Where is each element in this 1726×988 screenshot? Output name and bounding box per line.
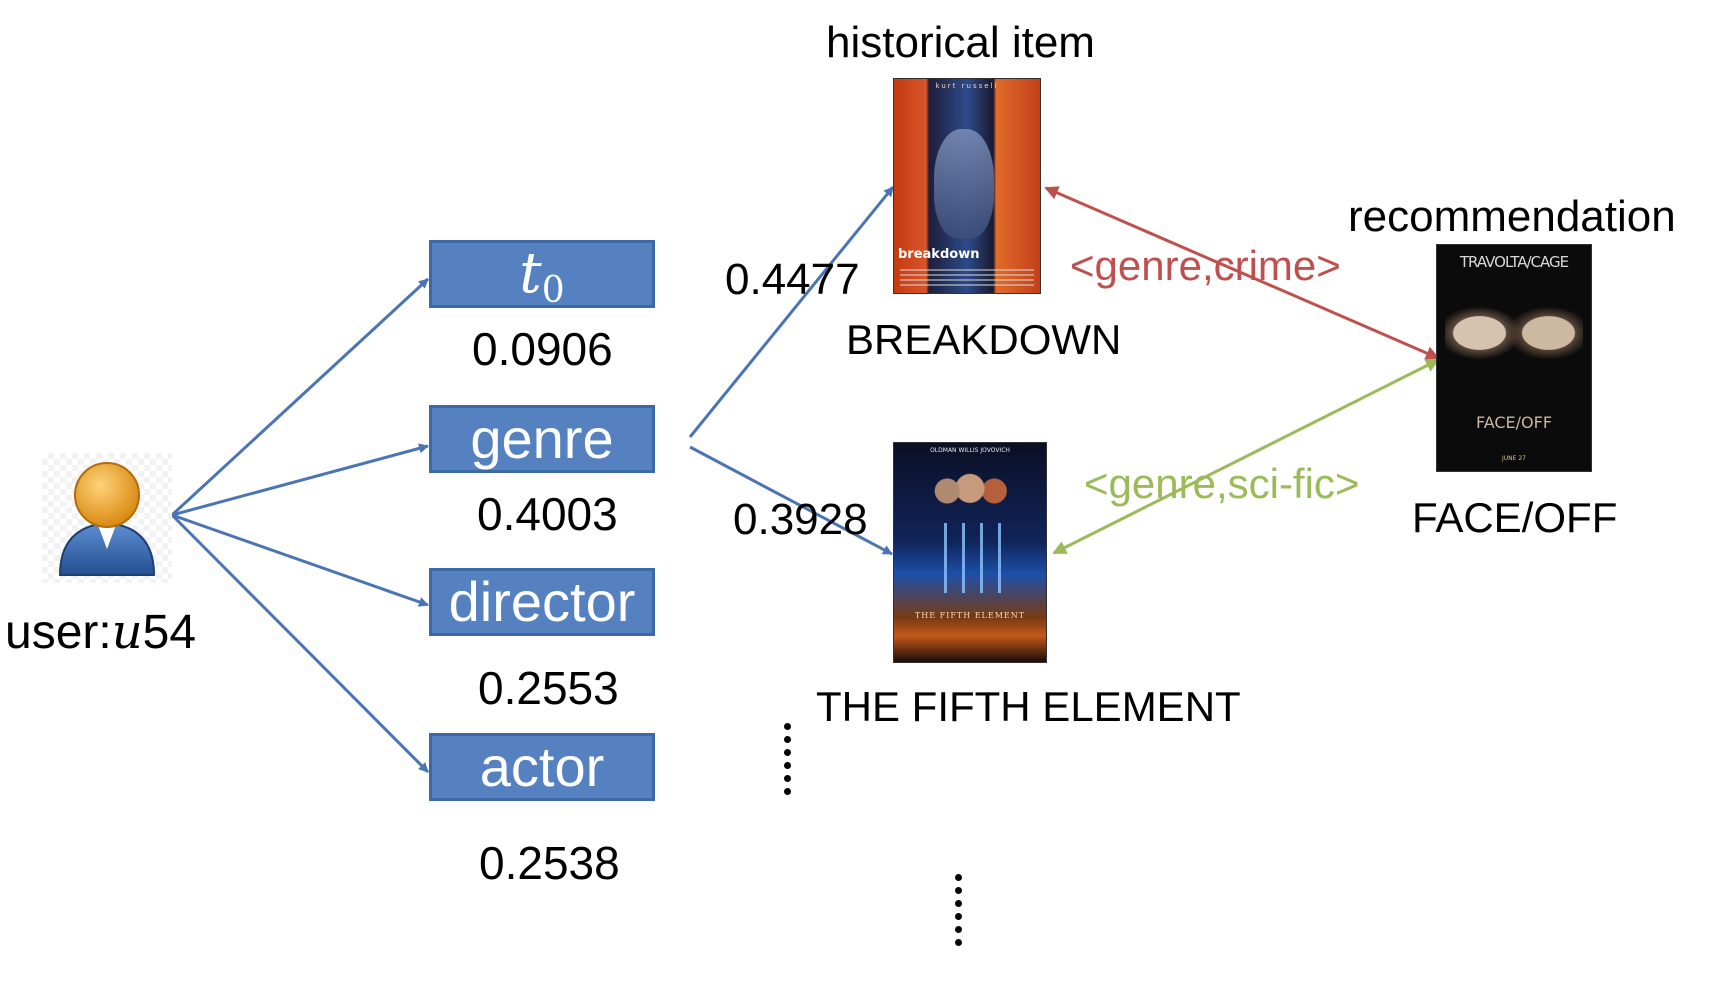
- user-avatar: [42, 453, 172, 583]
- poster-face-off-title: FACE/OFF: [1475, 413, 1553, 432]
- poster-breakdown-title: breakdown: [898, 247, 980, 262]
- link-crime: [1044, 186, 1440, 360]
- poster-face-off-date: JUNE 27: [1502, 455, 1526, 462]
- poster-fifth-element: OLDMAN WILLIS JOVOVICH THE FIFTH ELEMENT: [893, 442, 1047, 663]
- poster-breakdown-top: kurt russell: [935, 82, 999, 90]
- relation-box-actor: actor: [429, 733, 655, 801]
- arrow-user-to-t0: [170, 277, 430, 517]
- arrow-user-to-genre: [171, 443, 429, 517]
- weight-fifth-element: 0.3928: [733, 495, 868, 544]
- arrow-genre-to-fifth-element: [689, 445, 893, 556]
- user-label-var: u: [111, 604, 143, 660]
- weight-genre: 0.4003: [477, 488, 618, 540]
- recommendation-title: recommendation: [1348, 192, 1676, 241]
- link-label-sci-fic: <genre,sci-fic>: [1084, 460, 1360, 507]
- ellipsis-history: [784, 723, 792, 801]
- poster-breakdown: kurt russell breakdown: [893, 78, 1041, 294]
- relation-box-genre: genre: [429, 405, 655, 473]
- historical-item-title: historical item: [826, 18, 1095, 67]
- poster-fifth-beams: [934, 523, 1006, 593]
- link-label-crime: <genre,crime>: [1070, 242, 1341, 289]
- arrow-genre-to-breakdown: [688, 186, 895, 438]
- movie-name-face-off: FACE/OFF: [1412, 494, 1618, 541]
- poster-face-off: TRAVOLTA/CAGE FACE/OFF JUNE 27: [1436, 244, 1592, 472]
- poster-face-off-faces: [1445, 279, 1583, 399]
- ellipsis-more: [955, 874, 963, 952]
- arrow-user-to-director: [171, 513, 429, 607]
- relation-box-t0: t0: [429, 240, 655, 311]
- arrow-user-to-actor: [170, 513, 430, 774]
- weight-director: 0.2553: [478, 662, 619, 714]
- poster-breakdown-face: [934, 129, 994, 239]
- user-icon: [58, 462, 156, 576]
- link-sci-fic: [1052, 358, 1440, 555]
- poster-fifth-faces: [932, 465, 1008, 517]
- poster-fifth-top: OLDMAN WILLIS JOVOVICH: [930, 447, 1010, 454]
- poster-face-off-top: TRAVOLTA/CAGE: [1459, 253, 1569, 271]
- movie-name-fifth-element: THE FIFTH ELEMENT: [816, 683, 1241, 730]
- user-label: user:u54: [5, 604, 197, 660]
- weight-actor: 0.2538: [479, 837, 620, 889]
- weight-t0: 0.0906: [472, 323, 613, 375]
- movie-name-breakdown: BREAKDOWN: [846, 316, 1122, 363]
- poster-fifth-title: THE FIFTH ELEMENT: [914, 611, 1026, 620]
- poster-breakdown-credits: [900, 269, 1034, 287]
- weight-breakdown: 0.4477: [725, 255, 860, 304]
- relation-box-director: director: [429, 568, 655, 636]
